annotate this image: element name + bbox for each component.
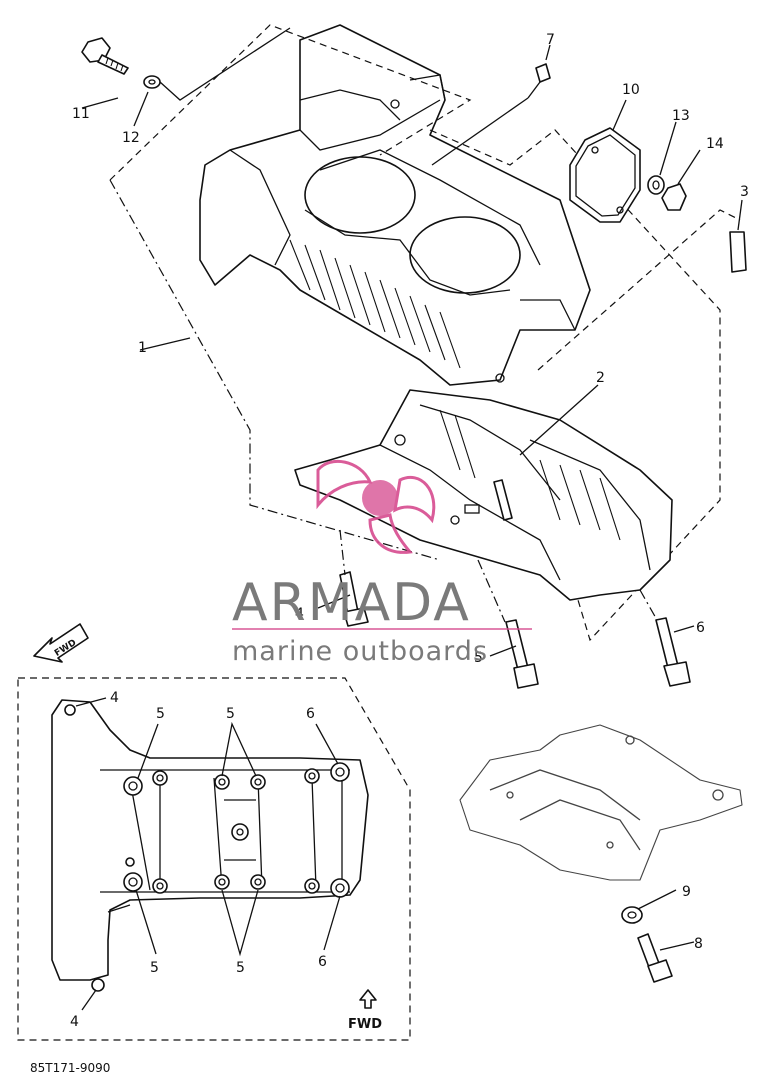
inset-label-5-bottom-center: 5 [236,960,245,976]
inset-label-4-bottom: 4 [70,1014,79,1030]
bolt-5 [505,619,539,689]
callout-14: 14 [706,136,724,152]
callout-5: 5 [474,650,483,666]
callout-3: 3 [740,184,749,200]
cover-plate-10 [569,127,641,223]
callout-2: 2 [596,370,605,386]
pin-7 [527,63,551,99]
inset-label-4-top: 4 [110,690,119,706]
intake-manifold-plate [459,724,743,881]
fwd-arrow [33,623,89,663]
callout-6: 6 [696,620,705,636]
inset-label-6-top: 6 [306,706,315,722]
inset-label-6-bottom: 6 [318,954,327,970]
lower-crankcase [294,389,673,601]
washer-13 [647,175,665,195]
bolt-6 [655,617,691,687]
inset-label-5-top-left: 5 [156,706,165,722]
armada-logo [316,460,436,554]
watermark-tagline: marine outboards [232,636,488,667]
dowel-pin-2 [493,479,513,521]
callout-1: 1 [138,340,147,356]
bolt-8 [637,933,673,983]
callout-10: 10 [622,82,640,98]
fwd-up-arrow [359,989,377,1009]
inset-fwd-label: FWD [348,1017,382,1032]
callout-13: 13 [672,108,690,124]
inset-label-5-bottom-left: 5 [150,960,159,976]
upper-crankcase [199,24,591,386]
nut-14 [661,183,687,211]
bolt-4 [339,571,369,627]
callout-8: 8 [694,936,703,952]
inset-box [17,677,411,1041]
callout-9: 9 [682,884,691,900]
callout-11: 11 [72,106,90,122]
callout-12: 12 [122,130,140,146]
inset-label-5-top-center: 5 [226,706,235,722]
washer-9 [621,906,643,924]
part-code: 85T171-9090 [30,1061,110,1075]
bolt-11 [81,37,129,75]
callout-7: 7 [546,32,555,48]
watermark-brand: ARMADA [232,573,471,633]
dowel-pin-3 [729,231,747,273]
washer-12 [143,75,161,89]
callout-4: 4 [295,606,304,622]
